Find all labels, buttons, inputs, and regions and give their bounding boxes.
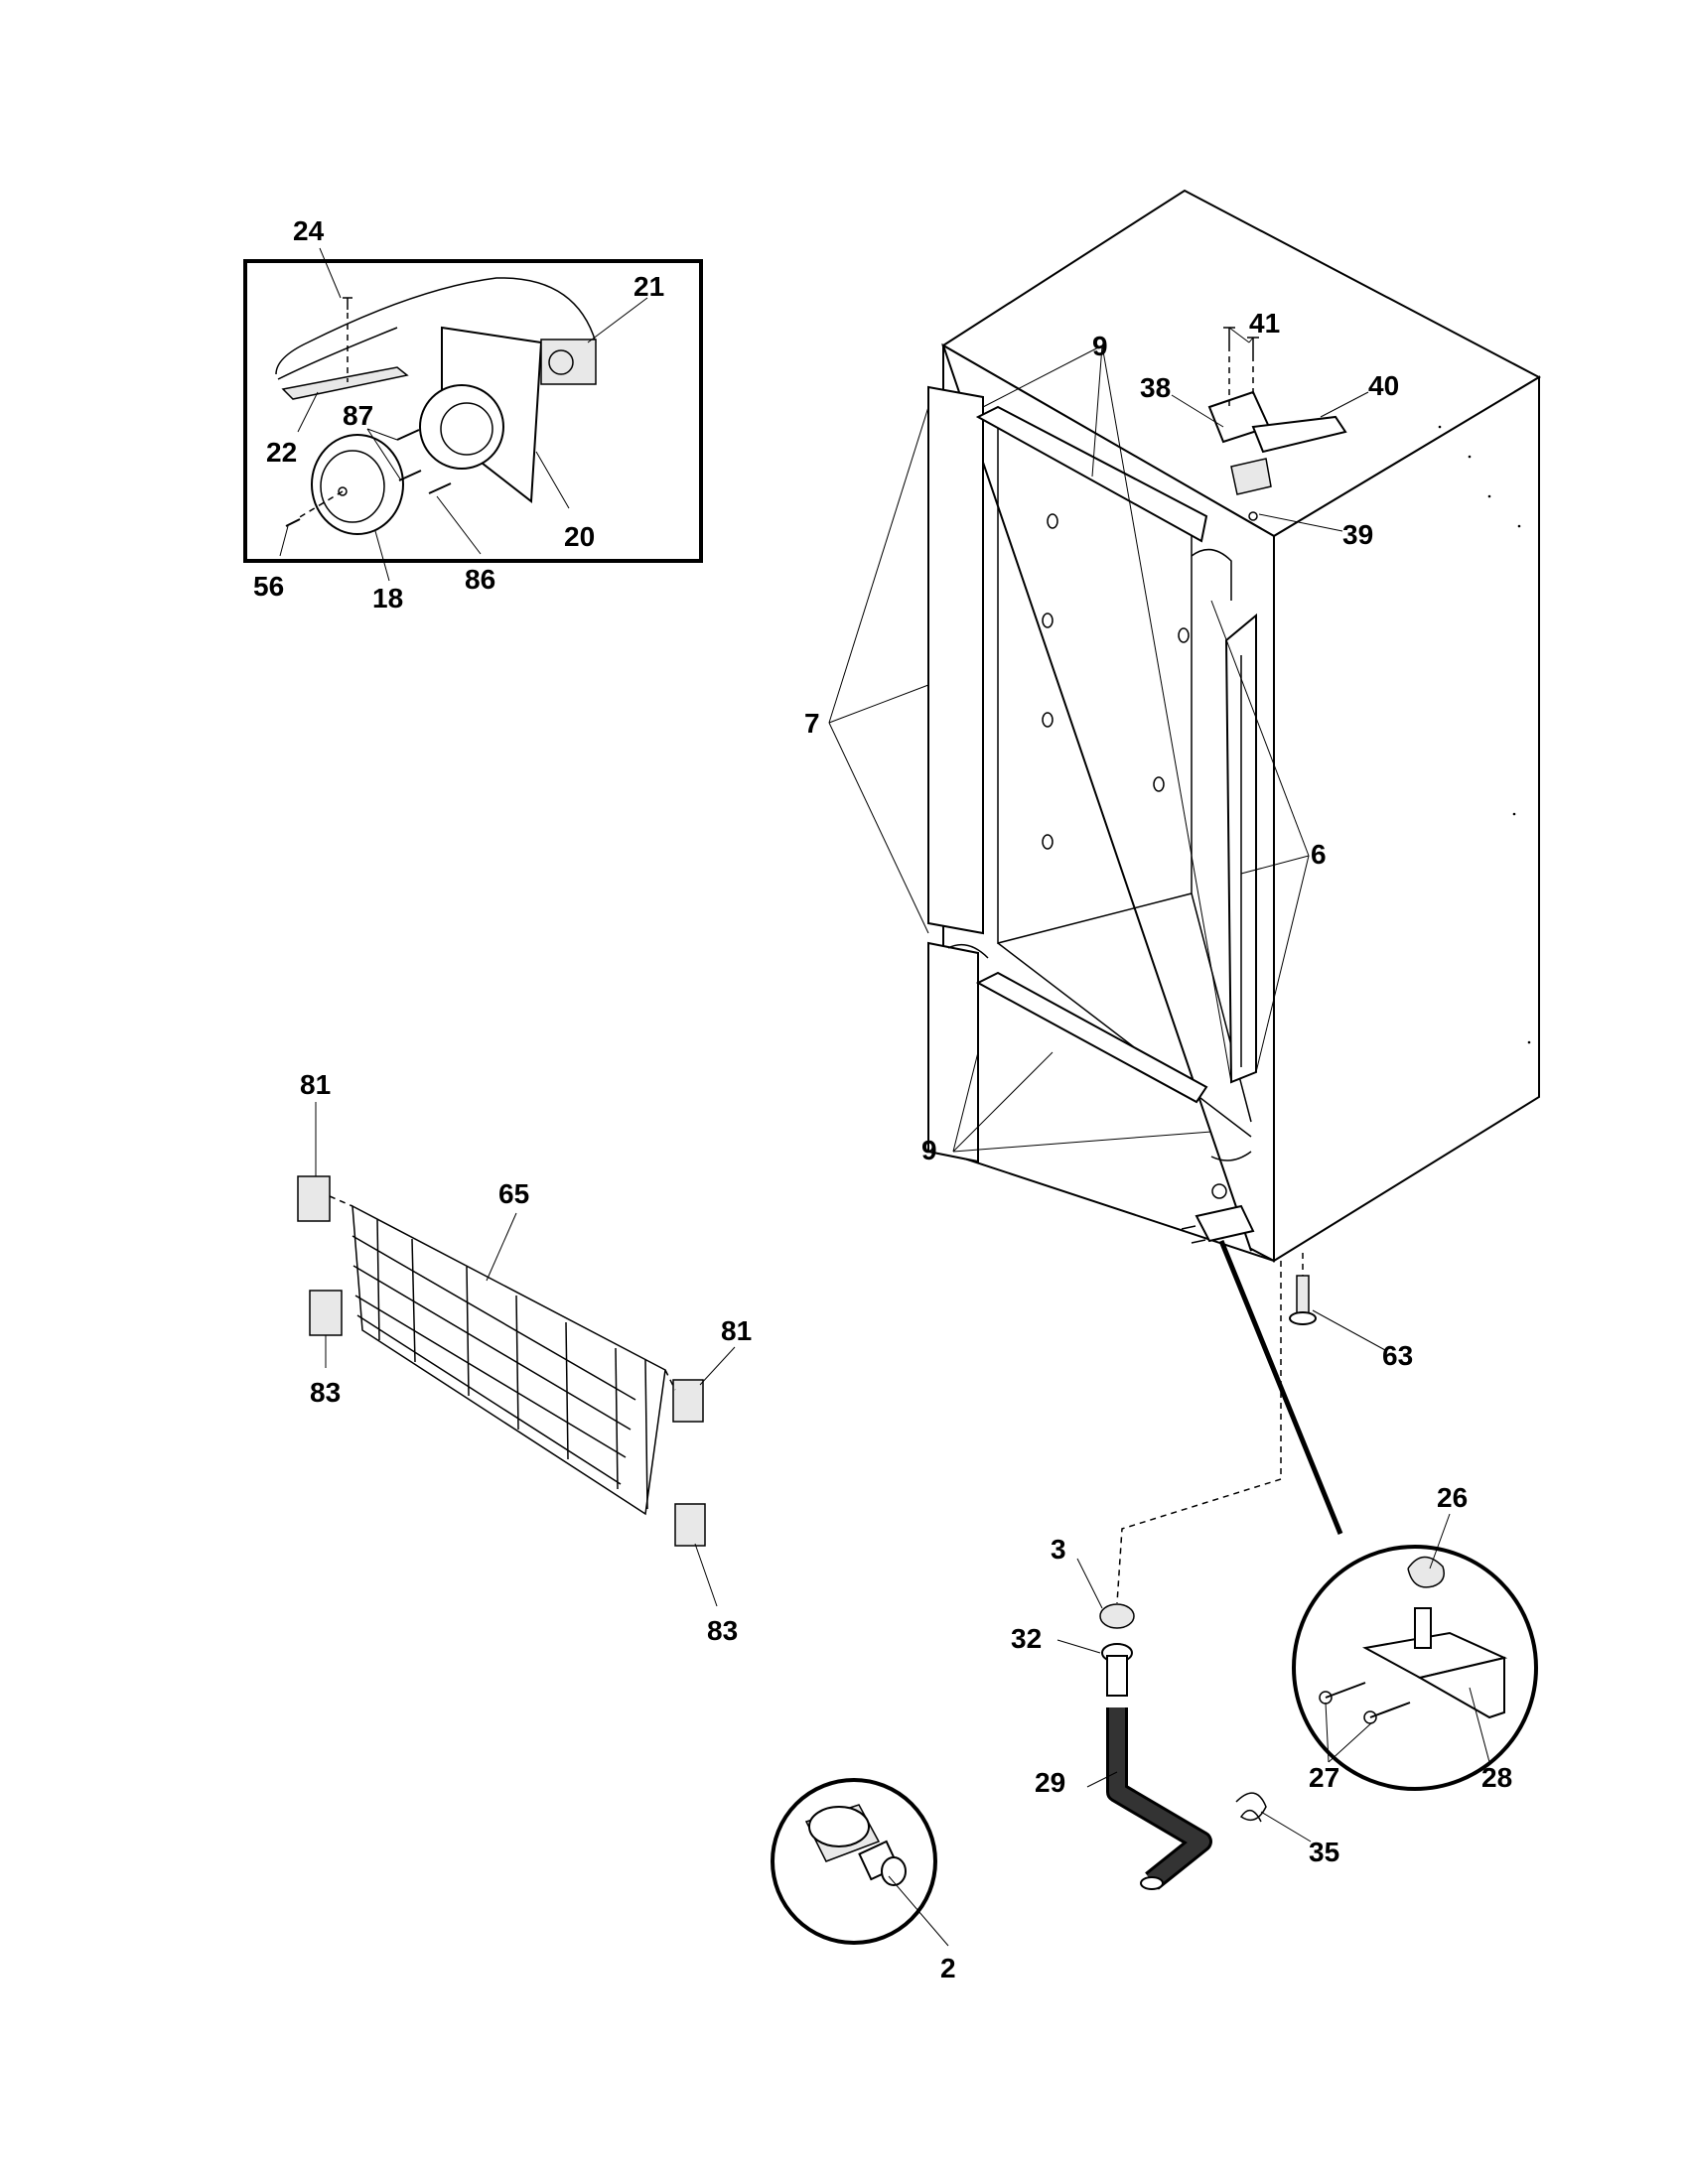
screw-87b <box>398 470 422 481</box>
drain-fitting-circle <box>771 1778 937 1945</box>
label-21: 21 <box>633 271 664 302</box>
label-39: 39 <box>1342 519 1373 550</box>
label-3: 3 <box>1051 1534 1066 1565</box>
label-9-bottom: 9 <box>921 1135 937 1165</box>
screw-27b <box>1369 1702 1411 1718</box>
label-86: 86 <box>465 564 495 595</box>
capillary-tube <box>275 277 597 375</box>
label-22: 22 <box>266 437 297 468</box>
cabinet: 9 41 38 40 39 7 6 9 63 <box>804 189 1542 1371</box>
label-81-right: 81 <box>721 1315 752 1346</box>
label-26: 26 <box>1437 1482 1468 1513</box>
capillary-tube-2 <box>277 327 398 380</box>
label-81-left: 81 <box>300 1069 331 1100</box>
label-63: 63 <box>1382 1340 1413 1371</box>
label-56: 56 <box>253 571 284 602</box>
label-41: 41 <box>1249 308 1280 339</box>
screw-24 <box>343 297 352 310</box>
clip-83-left <box>309 1290 343 1336</box>
label-6: 6 <box>1311 839 1327 870</box>
label-7: 7 <box>804 708 820 739</box>
top-hinge <box>1207 327 1347 521</box>
screw-86 <box>428 482 452 494</box>
fan-blade <box>311 434 404 535</box>
drain-hinge-details: 26 3 32 29 35 27 28 2 <box>771 1240 1538 1983</box>
label-32: 32 <box>1011 1623 1042 1654</box>
breaker-strip-left <box>927 385 984 935</box>
label-38: 38 <box>1140 372 1171 403</box>
label-24: 24 <box>293 215 325 246</box>
clip-81-left <box>297 1175 331 1222</box>
label-29: 29 <box>1035 1767 1065 1798</box>
label-20: 20 <box>564 521 595 552</box>
fan-assembly-inset: 24 21 22 87 20 56 18 86 <box>243 215 703 614</box>
label-2: 2 <box>940 1953 956 1983</box>
label-83-left: 83 <box>310 1377 341 1408</box>
basket-frame <box>352 1204 666 1516</box>
label-83-right: 83 <box>707 1615 738 1646</box>
label-28: 28 <box>1481 1762 1512 1793</box>
bottom-hinge <box>1181 1183 1255 1244</box>
label-40: 40 <box>1368 370 1399 401</box>
label-87: 87 <box>343 400 373 431</box>
inset-frame <box>243 259 703 563</box>
shroud-opening <box>419 384 504 470</box>
screw-27a <box>1325 1682 1366 1699</box>
label-9-top: 9 <box>1092 331 1108 361</box>
label-18: 18 <box>372 583 403 614</box>
sensor-clip <box>281 366 409 400</box>
leveling-leg <box>1289 1275 1317 1325</box>
fan-motor <box>540 339 597 385</box>
screw-56 <box>285 518 301 527</box>
label-65: 65 <box>498 1178 529 1209</box>
wire-basket: 81 65 81 83 83 <box>297 1069 752 1646</box>
clip-81-right <box>672 1379 704 1423</box>
drain-plug <box>1099 1603 1135 1629</box>
breaker-strip-bottom <box>975 971 1208 1104</box>
label-35: 35 <box>1309 1837 1339 1867</box>
tube-clip <box>1235 1792 1267 1823</box>
clip-83-right <box>674 1503 706 1547</box>
screw-87a <box>396 429 420 441</box>
label-27: 27 <box>1309 1762 1339 1793</box>
hinge-cap <box>1407 1556 1445 1588</box>
